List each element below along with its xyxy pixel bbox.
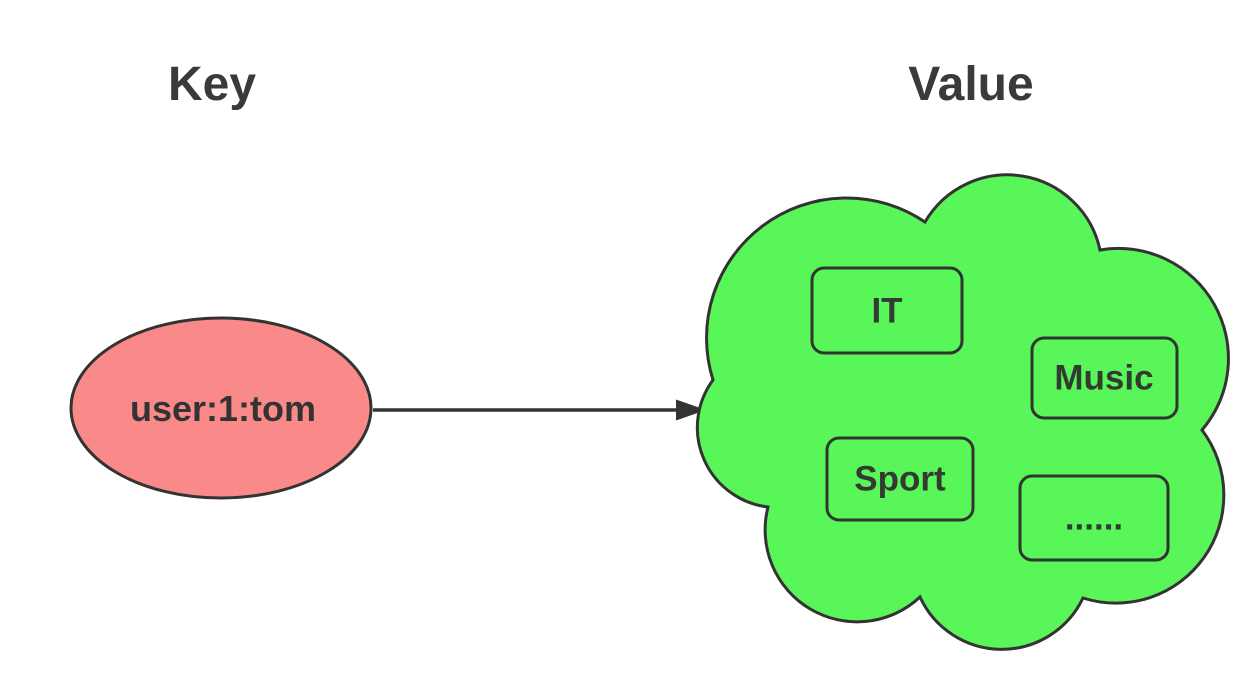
value-item-box: [1018, 474, 1170, 562]
value-item-box: [810, 266, 964, 355]
key-heading: Key: [168, 58, 256, 111]
key-node-ellipse: [69, 316, 373, 500]
value-item-sport: Sport: [825, 436, 975, 522]
value-item-it: IT: [810, 266, 964, 355]
value-item-box: [1030, 336, 1179, 420]
value-item-music: Music: [1030, 336, 1179, 420]
value-item-label: Sport: [854, 460, 946, 499]
value-item-box: [825, 436, 975, 522]
value-item-label: IT: [871, 292, 902, 331]
key-node-label: user:1:tom: [130, 388, 316, 429]
value-item-more: ......: [1018, 474, 1170, 562]
value-item-label: Music: [1054, 359, 1153, 398]
arrow-head-icon: [676, 399, 706, 421]
value-item-label: ......: [1065, 499, 1123, 538]
value-heading: Value: [908, 58, 1033, 111]
